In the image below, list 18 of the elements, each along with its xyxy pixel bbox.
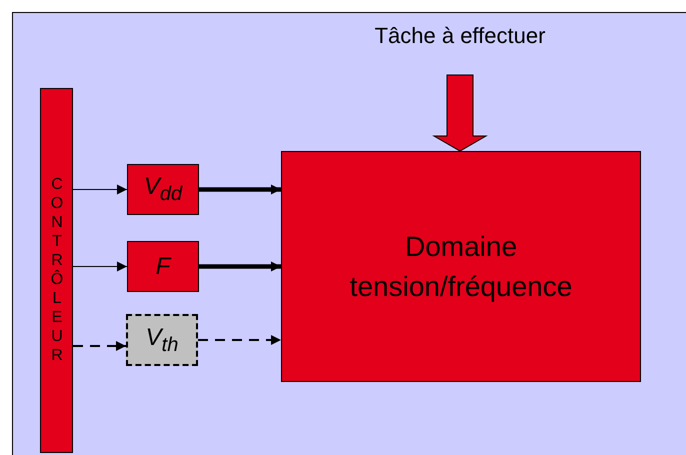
arrow	[198, 335, 281, 345]
node-label: Domaine tension/fréquence	[348, 230, 574, 304]
arrow	[199, 184, 281, 194]
node-label: CONTRÔLEUR	[48, 176, 64, 366]
node-label: V$_{th}$	[146, 324, 178, 356]
process-box	[281, 151, 641, 382]
node-label: F	[156, 252, 170, 280]
arrow	[73, 341, 126, 351]
arrow	[199, 262, 281, 272]
task-label: Tâche à effectuer	[374, 23, 546, 49]
block-arrow	[432, 74, 488, 152]
process-box	[126, 314, 198, 366]
process-box	[127, 164, 199, 215]
controller-bar	[40, 88, 73, 453]
arrow	[72, 184, 128, 194]
arrow	[72, 262, 128, 272]
node-label: V$_{dd}$	[144, 173, 182, 206]
process-box	[127, 241, 199, 292]
